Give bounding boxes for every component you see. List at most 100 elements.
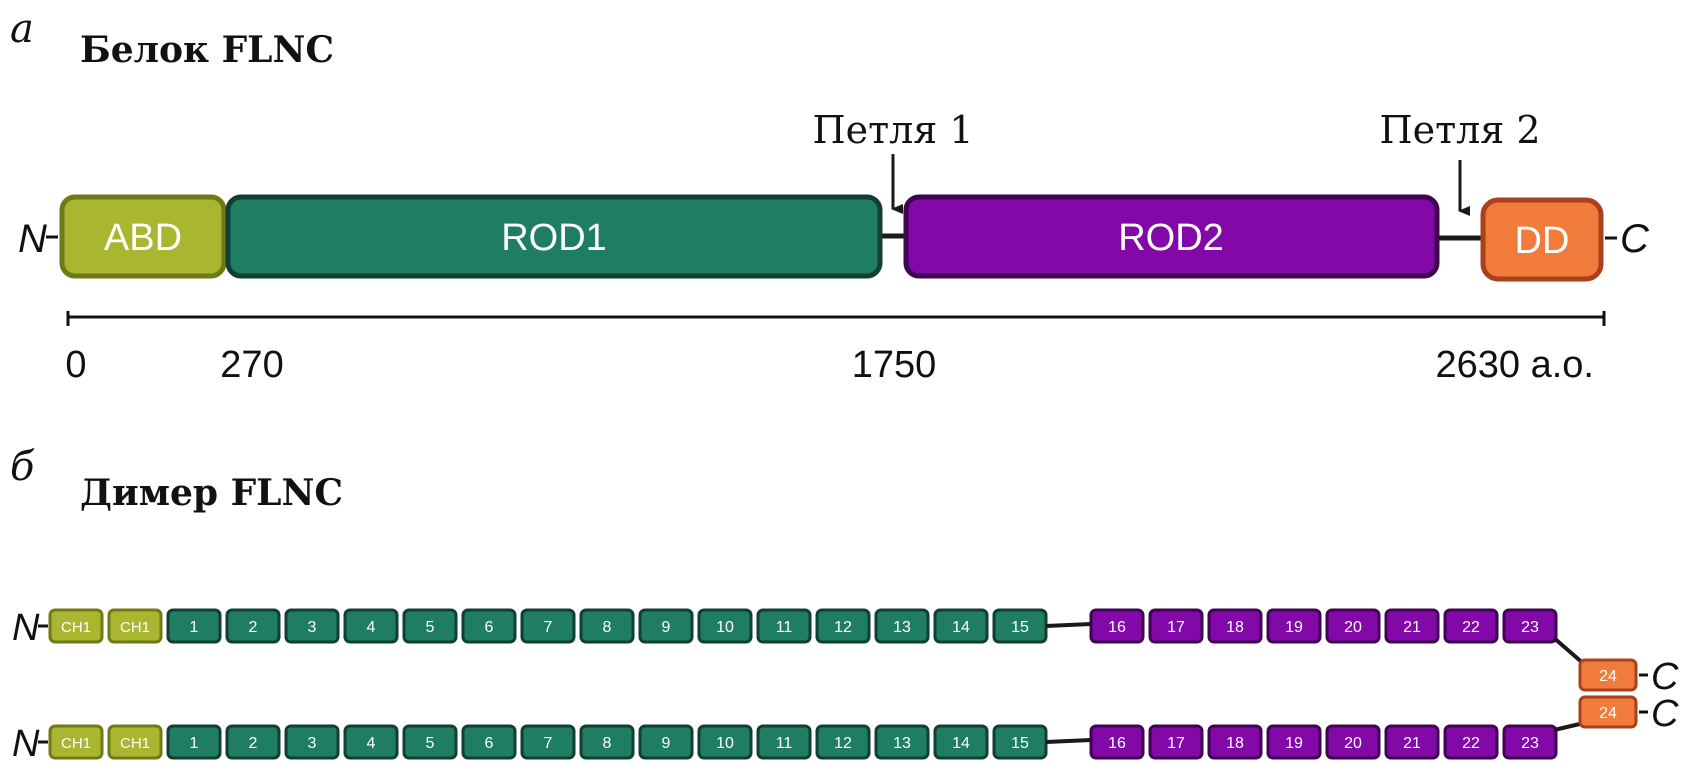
chain2-rod1-repeat-2-label: 2 [249, 735, 258, 752]
chain1-rod1-repeat-2 [225, 608, 281, 644]
scale-tick-0: 0 [65, 344, 86, 386]
chain2-rod2-repeat-23 [1502, 724, 1558, 760]
panel-a: а Белок FLNC N ABD ROD1 ROD2 DD C Петля … [10, 6, 1650, 386]
chain1-rod1-repeat-11-label: 11 [776, 619, 793, 636]
hinge1-label: Петля 1 [812, 108, 973, 152]
chain2-rod1-repeat-14 [933, 724, 989, 760]
n-terminus-label: N [18, 217, 47, 261]
chain2-rod2-repeat-19 [1266, 724, 1322, 760]
chain1-rod1-repeat-15-label: 15 [1011, 619, 1029, 636]
scale-tick-270: 270 [220, 344, 283, 386]
chain1-rod1-repeat-1-label: 1 [190, 619, 199, 636]
chain1-ch-domain-1 [48, 608, 104, 644]
chain2-rod2-repeat-19-label: 19 [1285, 735, 1303, 752]
scale-tick-2630: 2630 а.о. [1436, 344, 1594, 386]
chain2-rod1-repeat-15-label: 15 [1011, 735, 1029, 752]
chain2-dd-repeat-24-label: 24 [1599, 705, 1617, 722]
chain1-rod2-repeat-20 [1325, 608, 1381, 644]
chain1-rod2-repeat-17 [1148, 608, 1204, 644]
chain1-rod1-repeat-5 [402, 608, 458, 644]
chain1-rod1-repeat-3-label: 3 [308, 619, 317, 636]
chain2-rod2-repeat-21 [1384, 724, 1440, 760]
chain1-c-terminus-label: C [1651, 656, 1679, 698]
chain2-rod1-repeat-13-label: 13 [893, 735, 911, 752]
chain2-rod2-repeat-17 [1148, 724, 1204, 760]
chain1-rod2-repeat-16 [1089, 608, 1145, 644]
chain2-rod1-repeat-14-label: 14 [952, 735, 970, 752]
scale-tick-1750: 1750 [852, 344, 937, 386]
chain2-rod1-repeat-8-label: 8 [603, 735, 612, 752]
chain1-rod2-repeat-23 [1502, 608, 1558, 644]
chain1-hinge1-linker [1045, 622, 1092, 628]
chain1-rod1-repeat-8-label: 8 [603, 619, 612, 636]
chain2-ch-domain-1-label: CH1 [61, 735, 91, 752]
chain1-hinge2-linker [1552, 636, 1586, 666]
chain1-rod1-repeat-13 [874, 608, 930, 644]
chain2-rod2-repeat-22 [1443, 724, 1499, 760]
chain1-rod1-repeat-7 [520, 608, 576, 644]
chain1-rod2-repeat-22-label: 22 [1462, 619, 1480, 636]
chain1-rod1-repeat-14 [933, 608, 989, 644]
chain1-rod2-repeat-23-label: 23 [1521, 619, 1539, 636]
panel-a-title: Белок FLNC [80, 29, 334, 71]
chain1-ch-domain-2 [107, 608, 163, 644]
chain1-dd-repeat-24-label: 24 [1599, 668, 1617, 685]
chain2-rod1-repeat-11-label: 11 [776, 735, 793, 752]
chain2-rod2-repeat-18 [1207, 724, 1263, 760]
chain1-rod1-repeat-10 [697, 608, 753, 644]
chain1-n-terminus-label: N [12, 607, 40, 649]
dd-domain-label: DD [1515, 220, 1570, 262]
chain2-rod1-repeat-2 [225, 724, 281, 760]
chain1-rod1-repeat-3 [284, 608, 340, 644]
chain1-rod1-repeat-9-label: 9 [662, 619, 671, 636]
chain2-rod1-repeat-9 [638, 724, 694, 760]
chain1-rod2-repeat-17-label: 17 [1167, 619, 1185, 636]
chain2-rod1-repeat-3-label: 3 [308, 735, 317, 752]
chain2-rod1-repeat-9-label: 9 [662, 735, 671, 752]
chain2-rod1-repeat-10-label: 10 [716, 735, 734, 752]
chain2-n-terminus-label: N [12, 723, 40, 765]
dd-domain [1480, 197, 1604, 282]
chain2-rod2-repeat-20-label: 20 [1344, 735, 1362, 752]
chain1-rod1-repeat-12-label: 12 [834, 619, 852, 636]
chain2-rod1-repeat-6 [461, 724, 517, 760]
panel-a-letter: а [10, 6, 34, 52]
chain1-rod1-repeat-5-label: 5 [426, 619, 435, 636]
chain1-rod1-repeat-4 [343, 608, 399, 644]
chain1-rod2-repeat-18 [1207, 608, 1263, 644]
chain1-rod1-repeat-9 [638, 608, 694, 644]
abd-domain [59, 194, 227, 279]
chain1-rod1-repeat-12 [815, 608, 871, 644]
chain2-c-terminus-label: C [1651, 693, 1679, 735]
chain2-rod1-repeat-7 [520, 724, 576, 760]
c-terminus-label: C [1620, 217, 1650, 261]
chain2-rod2-repeat-21-label: 21 [1403, 735, 1421, 752]
panel-b-letter: б [10, 444, 35, 490]
chain2-rod1-repeat-6-label: 6 [485, 735, 494, 752]
chain1-rod1-repeat-11 [756, 608, 812, 644]
chain1-rod2-repeat-21-label: 21 [1403, 619, 1421, 636]
rod2-domain-label: ROD2 [1118, 217, 1224, 259]
chain2-rod2-repeat-23-label: 23 [1521, 735, 1539, 752]
chain2-rod2-repeat-20 [1325, 724, 1381, 760]
chain1-rod1-repeat-6 [461, 608, 517, 644]
chain1-rod1-repeat-13-label: 13 [893, 619, 911, 636]
rod2-domain [903, 194, 1440, 279]
chain2-hinge1-linker [1045, 738, 1092, 744]
chain1-rod1-repeat-14-label: 14 [952, 619, 970, 636]
chain1-rod1-repeat-8 [579, 608, 635, 644]
chain2-rod2-repeat-16-label: 16 [1108, 735, 1126, 752]
chain1-rod1-repeat-2-label: 2 [249, 619, 258, 636]
chain2-ch-domain-2 [107, 724, 163, 760]
chain2-rod1-repeat-4 [343, 724, 399, 760]
chain2-rod1-repeat-12 [815, 724, 871, 760]
chain2-rod1-repeat-11 [756, 724, 812, 760]
chain1-rod2-repeat-21 [1384, 608, 1440, 644]
chain1-rod1-repeat-10-label: 10 [716, 619, 734, 636]
chain2-rod1-repeat-12-label: 12 [834, 735, 852, 752]
chain2-rod1-repeat-1 [166, 724, 222, 760]
chain2-rod1-repeat-4-label: 4 [367, 735, 376, 752]
hinge2-label: Петля 2 [1379, 108, 1540, 152]
chain2-rod2-repeat-18-label: 18 [1226, 735, 1244, 752]
